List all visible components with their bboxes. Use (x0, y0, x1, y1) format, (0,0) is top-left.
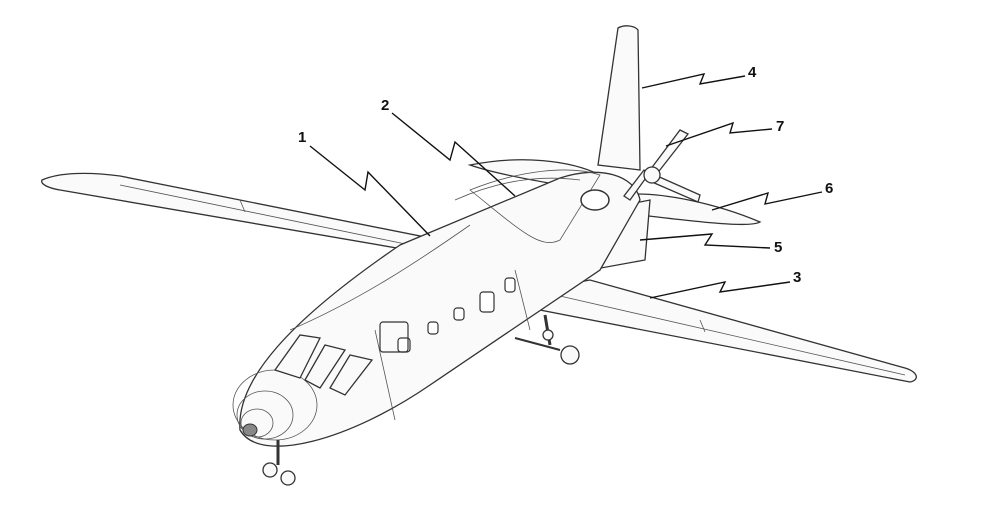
label-5: 5 (774, 239, 783, 256)
cabin-windows (379, 277, 516, 353)
leader-lines (309, 73, 823, 299)
label-6: 6 (825, 180, 834, 197)
nose-cone (232, 369, 318, 441)
label-1: 1 (298, 129, 307, 146)
right-wing (523, 279, 917, 383)
nose-gear (262, 440, 296, 486)
label-2: 2 (381, 97, 390, 114)
vertical-tail (597, 25, 641, 171)
fairing (469, 169, 601, 243)
label-3: 3 (793, 269, 802, 286)
label-7: 7 (776, 118, 785, 135)
main-gear (514, 314, 580, 365)
horizontal-tail (618, 193, 762, 226)
cockpit-window (273, 334, 374, 396)
label-4: 4 (748, 64, 757, 81)
left-wing (41, 172, 432, 253)
engine-intake (580, 189, 610, 211)
